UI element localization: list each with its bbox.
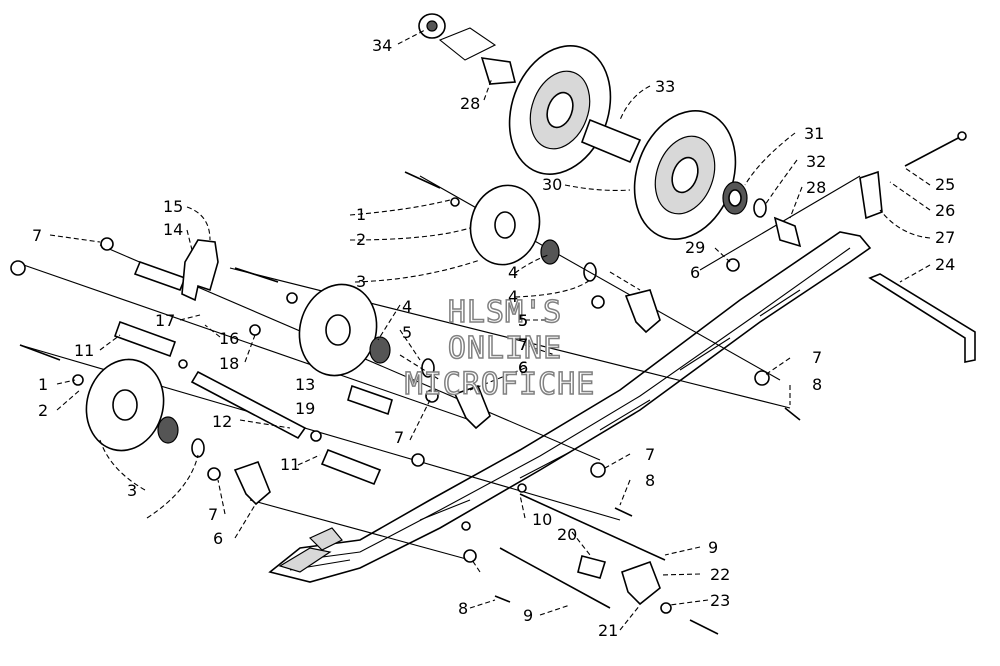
- snap-ring-32: [753, 198, 767, 218]
- pivot-bracket-15: [181, 239, 219, 302]
- callout-12: 12: [212, 412, 232, 431]
- callout-7-top: 7: [518, 335, 528, 354]
- callout-8-bottom: 8: [458, 599, 468, 618]
- callout-7-right: 7: [518, 335, 528, 354]
- watermark: HLSM'S ONLINE MICROFICHE: [404, 294, 596, 403]
- spacer-28-left: [480, 57, 517, 85]
- callout-numbers: 34 28 33 31 32 28 30 25 26 27 24 29 15 1…: [32, 36, 955, 640]
- callout-27: 27: [935, 228, 955, 247]
- watermark-line-1: HLSM'S: [448, 295, 562, 330]
- callout-22: 22: [710, 565, 730, 584]
- watermark-line-3: MICROFICHE: [405, 367, 596, 402]
- callout-29: 29: [685, 238, 705, 257]
- callout-7-mid-right: 7: [645, 445, 655, 464]
- callout-6-alt: 6: [518, 358, 528, 377]
- callout-20: 20: [557, 525, 577, 544]
- callout-33: 33: [655, 77, 675, 96]
- callout-13: 13: [295, 375, 315, 394]
- watermark-line-2: ONLINE: [448, 331, 562, 366]
- leader-lines: [49, 29, 931, 631]
- callout-8-far-right: 8: [812, 375, 822, 394]
- callout-23: 23: [710, 591, 730, 610]
- callout-24: 24: [935, 255, 955, 274]
- rail-bracket-24: [868, 273, 976, 363]
- callout-1-upper: 1: [356, 205, 366, 224]
- callout-6-top: 6: [690, 263, 700, 282]
- callout-5-right: 5: [518, 311, 528, 330]
- callout-10: 10: [532, 510, 552, 529]
- callout-3-upper: 3: [356, 272, 366, 291]
- callout-5-mid: 5: [402, 323, 412, 342]
- long-bolt-25: [904, 131, 967, 167]
- callout-11-left: 11: [74, 341, 94, 360]
- bearings: [157, 239, 597, 458]
- callout-6-lower-left: 6: [213, 529, 223, 548]
- spacer-28-right: [773, 216, 802, 248]
- callout-26: 26: [935, 201, 955, 220]
- bolts: [19, 171, 801, 635]
- callout-2-upper: 2: [356, 230, 366, 249]
- cap-34: [418, 13, 497, 61]
- callout-25: 25: [935, 175, 955, 194]
- bracket-27: [859, 170, 883, 220]
- callout-32: 32: [806, 152, 826, 171]
- mid-idler-wheel-lower: [298, 283, 378, 377]
- callout-19: 19: [295, 399, 315, 418]
- callout-15: 15: [163, 197, 183, 216]
- callout-16: 16: [219, 329, 239, 348]
- callout-18: 18: [219, 354, 239, 373]
- shafts: [113, 260, 607, 579]
- callout-9-right: 9: [708, 538, 718, 557]
- callout-17: 17: [155, 311, 175, 330]
- callout-30: 30: [542, 175, 562, 194]
- lower-idler-wheel: [85, 358, 165, 452]
- callout-8-mid-right: 8: [645, 471, 655, 490]
- nuts-and-washers: [10, 197, 770, 614]
- callout-14: 14: [163, 220, 183, 239]
- callout-5-top: 5: [518, 311, 528, 330]
- mid-idler-wheel-upper: [469, 184, 541, 266]
- callout-34: 34: [372, 36, 392, 55]
- callout-4-mid: 4: [402, 297, 412, 316]
- callout-7-lower-left: 7: [208, 505, 218, 524]
- upper-idler-wheel-left: [508, 45, 612, 175]
- upper-idler-wheel-right: [633, 110, 737, 240]
- upper-axle-33: [580, 118, 642, 164]
- callout-1-lower: 1: [38, 375, 48, 394]
- callout-28-right: 28: [806, 178, 826, 197]
- callout-4-top: 4: [508, 287, 518, 306]
- callout-9-bottom: 9: [523, 606, 533, 625]
- callout-21: 21: [598, 621, 618, 640]
- callout-28-upper: 28: [460, 94, 480, 113]
- callout-7-center: 7: [394, 428, 404, 447]
- callout-7-top-left: 7: [32, 226, 42, 245]
- callout-31: 31: [804, 124, 824, 143]
- callout-4-right: 4: [508, 263, 518, 282]
- callout-11-center: 11: [280, 455, 300, 474]
- callout-2-lower: 2: [38, 401, 48, 420]
- bearing-31: [722, 181, 748, 215]
- callout-7-far-right: 7: [812, 348, 822, 367]
- pivot-arms: [233, 289, 661, 606]
- callout-6-right: 6: [518, 358, 528, 377]
- callout-3-lower: 3: [127, 481, 137, 500]
- slide-rail: [268, 231, 872, 583]
